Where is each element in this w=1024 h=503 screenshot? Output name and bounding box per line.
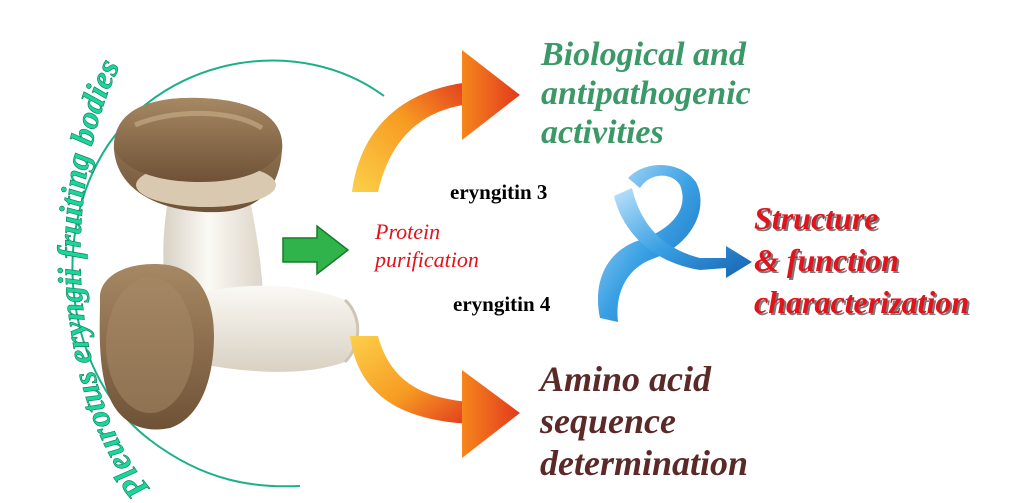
eryngitin-3-label: eryngitin 3 [450,180,548,204]
protein-line1: Protein [375,219,441,244]
structure-line1: Structure [754,200,879,236]
biological-line2: antipathogenic [541,75,751,112]
protein-purification-label: Protein purification [375,218,479,274]
arrow-to-biological [352,82,470,192]
arrow-head-sequence [462,370,520,458]
sequence-determination-label: Amino acid sequence determination [540,358,748,484]
sequence-line2: sequence [540,401,676,441]
biological-line3: activities [541,114,664,151]
ribbon-arrow [597,164,752,322]
eryngitin-4-label: eryngitin 4 [453,292,551,316]
enclosing-arc [71,59,385,488]
arrow-head-biological [462,50,520,140]
sequence-line3: determination [540,443,749,483]
biological-line1: Biological and [541,36,746,73]
biological-activities-label: Biological and antipathogenic activities [541,35,751,152]
structure-function-label: Structure & function characterization [754,197,969,323]
sequence-line1: Amino acid [540,359,712,399]
mushroom-illustration [99,97,360,430]
structure-line2: & function [754,242,899,278]
arrow-to-sequence [350,336,470,424]
structure-line3: characterization [754,284,970,320]
process-arrow [282,224,350,276]
protein-line2: purification [375,247,479,272]
